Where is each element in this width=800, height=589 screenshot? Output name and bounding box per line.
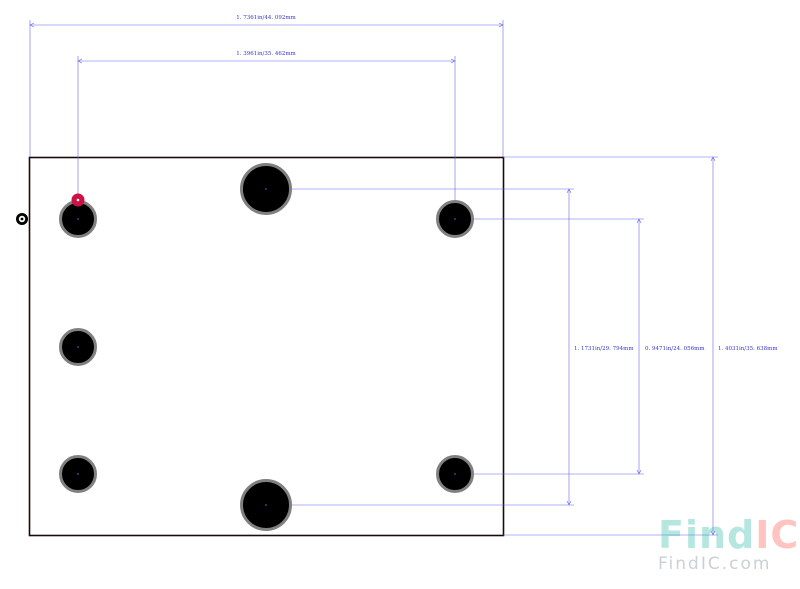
dimension-large-hole-span-height: [266, 188, 574, 506]
overall-height-label: 1. 4031in/35. 638mm: [718, 346, 778, 352]
dimension-overall-width: [29, 20, 504, 157]
findic-watermark: FindIC FindIC.com: [658, 513, 799, 574]
small-hole-span-height-label: 0. 9471in/24. 056mm: [645, 346, 705, 352]
hole-span-width-label: 1. 3961in/35. 462mm: [236, 51, 296, 57]
dimension-small-hole-span-height: [455, 218, 644, 475]
watermark-logo-accent: IC: [755, 513, 799, 557]
watermark-logo: FindIC: [658, 513, 799, 557]
pin1-marker: [71, 193, 85, 207]
dimension-hole-span-width: [77, 56, 456, 219]
hole-center-markers: [77, 188, 456, 506]
overall-width-label: 1. 7361in/44. 092mm: [236, 15, 296, 21]
large-hole-span-height-label: 1. 1731in/29. 794mm: [574, 346, 634, 352]
watermark-url: FindIC.com: [658, 554, 771, 574]
board-outline: [28, 156, 505, 537]
dimension-overall-height: [503, 156, 718, 536]
watermark-logo-main: Find: [658, 513, 755, 557]
origin-marker: [16, 213, 28, 225]
